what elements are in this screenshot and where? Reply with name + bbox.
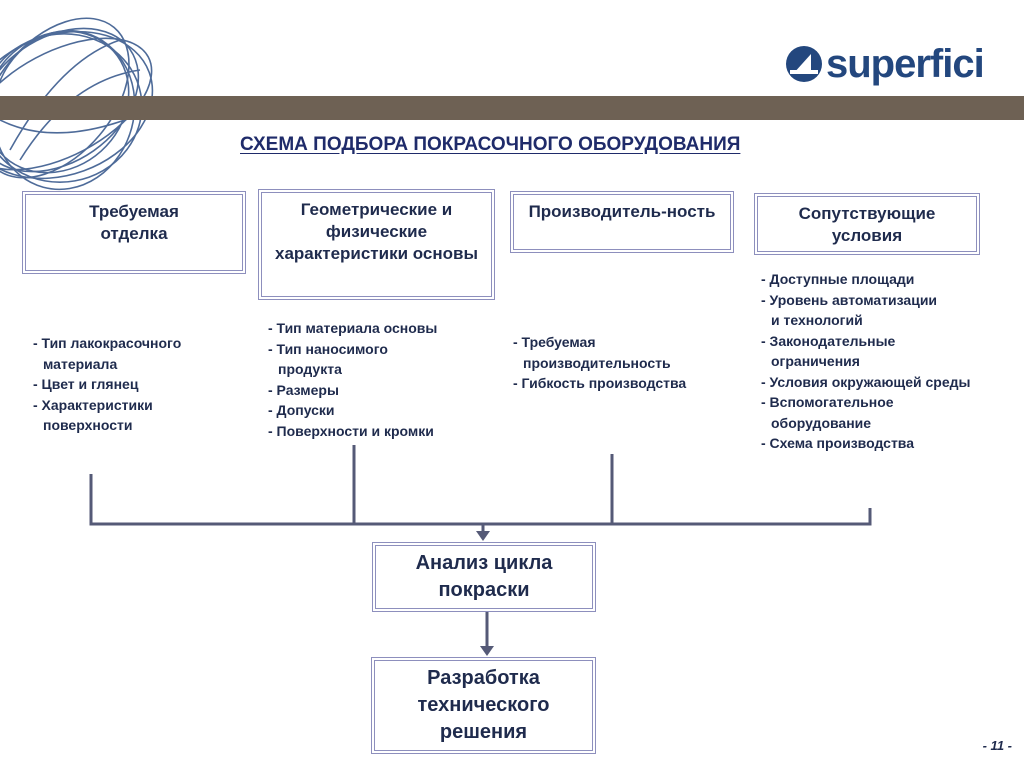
analysis-label: Анализ цикла покраски xyxy=(415,552,553,601)
list-item: - Характеристики поверхности xyxy=(33,396,153,434)
factor-throughput-heading: Производитель-ность xyxy=(528,202,716,221)
factor-substrate-heading: Геометрические и физические характеристи… xyxy=(274,200,479,263)
list-item: - Тип наносимого продукта xyxy=(268,340,388,378)
list-item: - Тип материала основы xyxy=(268,320,438,336)
list-item: - Уровень автоматизации и технологий xyxy=(761,291,938,329)
list-item: - Допуски xyxy=(268,402,335,418)
list-item: - Требуемая производительность xyxy=(513,334,671,371)
factor-conditions-box: Сопутствующие условия xyxy=(754,193,980,255)
brand-logo: superfici xyxy=(784,38,985,90)
list-item: - Цвет и глянец xyxy=(33,376,139,392)
logo-wordmark: superfici xyxy=(826,42,985,86)
list-item: - Условия окружающей среды xyxy=(761,373,971,390)
list-item: - Размеры xyxy=(268,381,339,398)
throughput-items-list: - Требуемая производительность - Гибкост… xyxy=(513,332,743,394)
factor-throughput-box: Производитель-ность xyxy=(510,191,734,253)
finish-items-list: - Тип лакокрасочного материала - Цвет и … xyxy=(33,333,233,436)
arrow-to-analysis xyxy=(476,531,490,541)
factor-finish-heading: Требуемая отделка xyxy=(89,202,179,243)
factor-substrate-box: Геометрические и физические характеристи… xyxy=(258,189,495,300)
list-item: - Схема производства xyxy=(761,435,915,451)
factor-conditions-heading: Сопутствующие условия xyxy=(798,204,936,245)
list-item: - Вспомогательное оборудование xyxy=(761,394,894,431)
list-item: - Гибкость производства xyxy=(513,375,687,391)
factor-finish-box: Требуемая отделка xyxy=(22,191,246,274)
page-number: - 11 - xyxy=(982,738,1012,753)
page-title: СХЕМА ПОДБОРА ПОКРАСОЧНОГО ОБОРУДОВАНИЯ xyxy=(240,134,741,155)
solution-box: Разработка технического решения xyxy=(371,657,596,754)
superfici-logo-icon xyxy=(786,46,822,82)
conditions-items-list: - Доступные площади - Уровень автоматиза… xyxy=(761,269,971,454)
arrow-to-solution xyxy=(480,646,494,656)
analysis-box: Анализ цикла покраски xyxy=(372,542,596,612)
substrate-items-list: - Тип материала основы - Тип наносимого … xyxy=(268,318,488,441)
list-item: - Поверхности и кромки xyxy=(268,422,434,439)
list-item: - Доступные площади xyxy=(761,271,915,287)
header-band xyxy=(0,96,1024,120)
solution-label: Разработка технического решения xyxy=(417,667,550,743)
list-item: - Законодательные ограничения xyxy=(761,332,896,370)
list-item: - Тип лакокрасочного материала xyxy=(33,335,182,372)
